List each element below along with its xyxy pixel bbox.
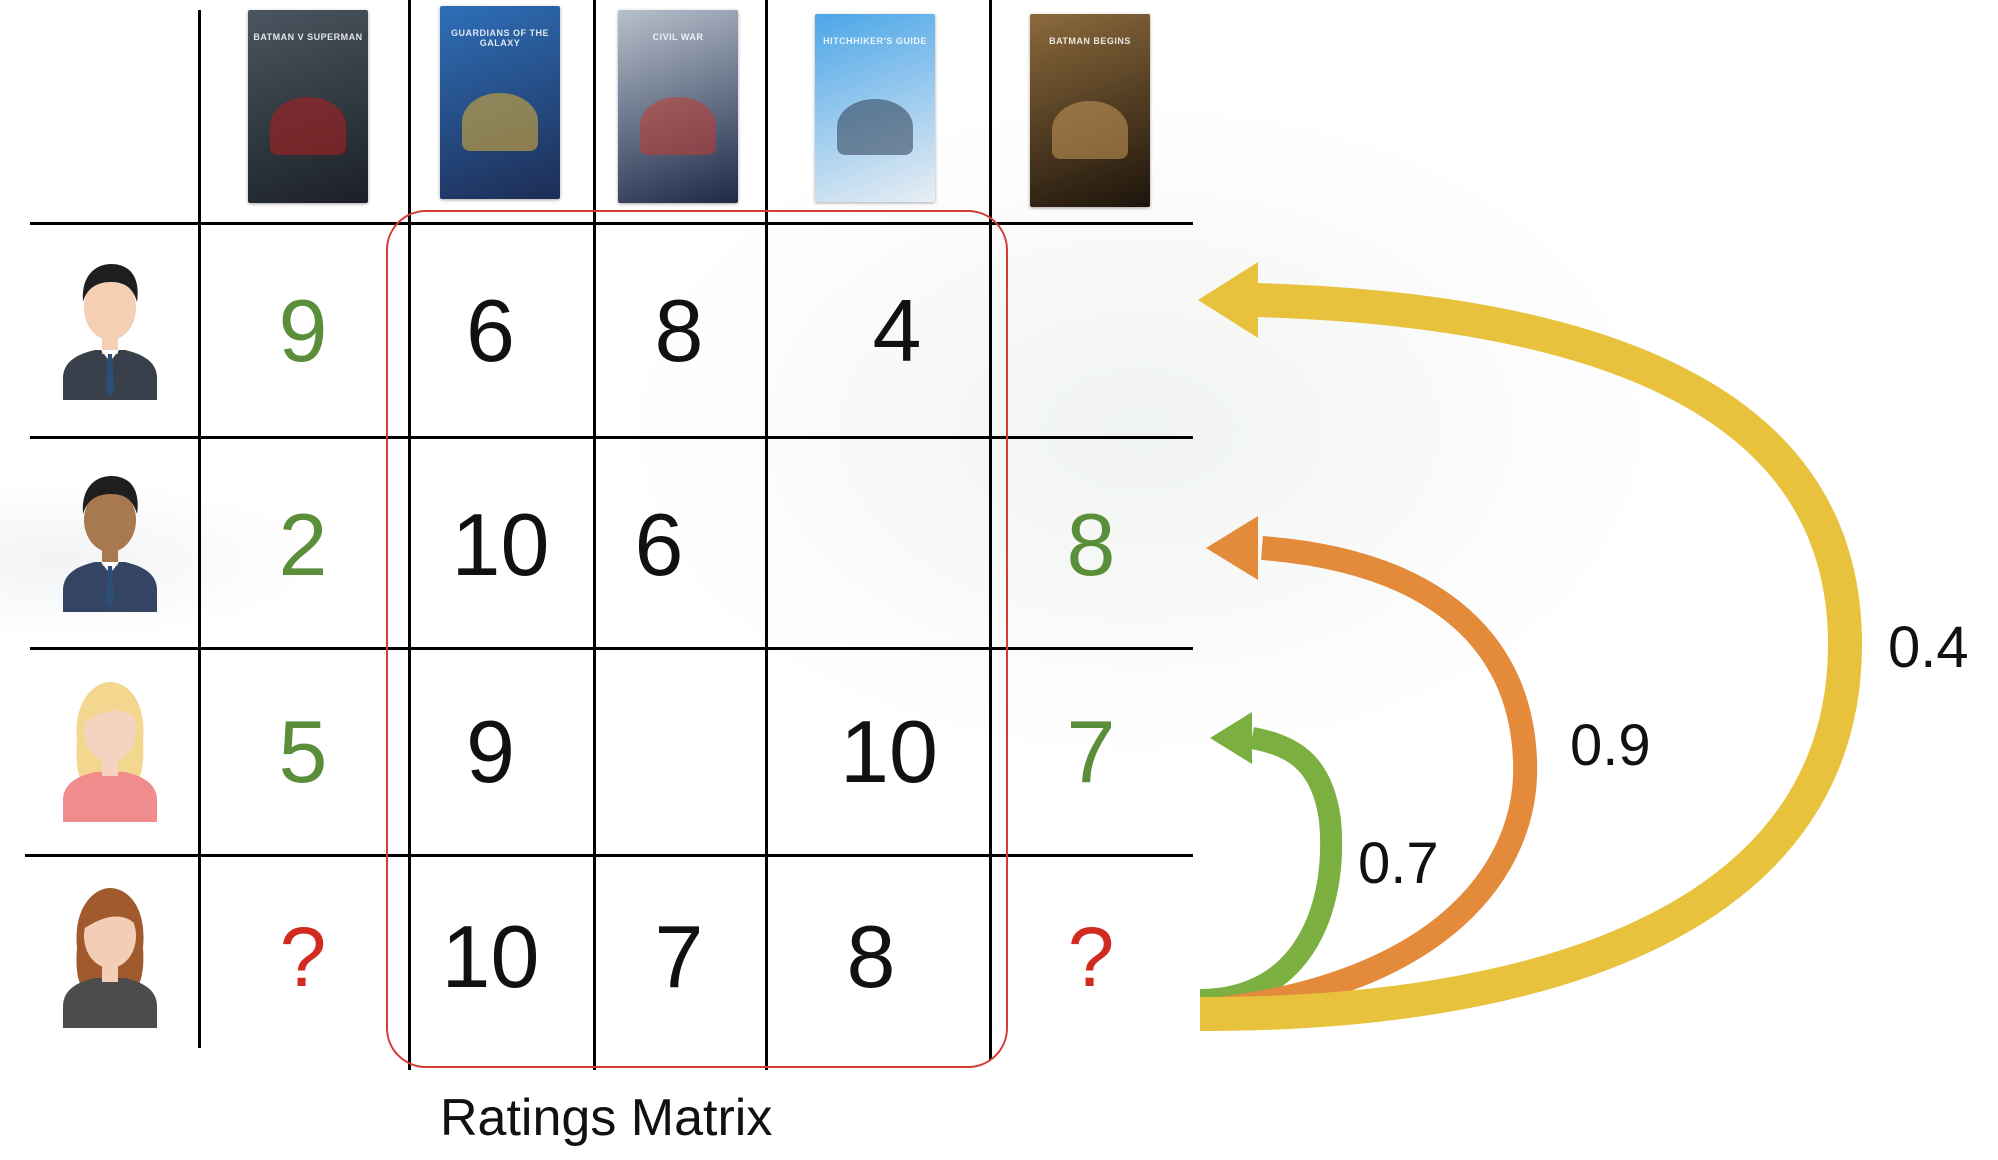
rating-cell: 9 — [278, 280, 328, 380]
poster-title: Guardians of the Galaxy — [451, 28, 549, 48]
similarity-arrow-0-4 — [1199, 283, 1863, 1032]
rating-cell: 7 — [654, 907, 704, 1006]
movie-poster: Guardians of the Galaxy — [440, 6, 560, 199]
female-user-brown-icon — [63, 888, 157, 1028]
movie-poster: Civil War — [618, 10, 738, 203]
rating-cell: 7 — [1066, 702, 1116, 801]
matrix-caption: Ratings Matrix — [440, 1089, 773, 1147]
rating-cell: ? — [1067, 909, 1115, 1004]
arrowhead-icon — [1210, 712, 1252, 764]
male-user-dark-icon — [63, 476, 157, 612]
grid-divider — [408, 0, 411, 1070]
poster-title: Batman Begins — [1049, 36, 1131, 46]
rating-cell: 10 — [840, 702, 938, 801]
poster-artwork — [639, 96, 717, 155]
poster-artwork — [836, 98, 914, 155]
rating-cell: 10 — [451, 494, 550, 594]
grid-divider — [593, 0, 596, 1070]
male-user-icon — [63, 264, 157, 400]
poster-artwork — [461, 92, 539, 151]
rating-cell: 5 — [278, 702, 328, 801]
rating-cell: 8 — [654, 280, 704, 380]
grid-divider — [30, 222, 1193, 225]
movie-poster: Batman v Superman — [248, 10, 368, 203]
poster-title: Batman v Superman — [253, 32, 363, 42]
female-user-blonde-icon — [63, 682, 157, 822]
movie-poster: Hitchhiker's Guide — [815, 14, 935, 202]
similarity-arrow-0-9 — [1208, 536, 1538, 1022]
rating-cell: ? — [279, 909, 327, 1004]
grid-divider — [765, 0, 768, 1070]
rating-cell: 8 — [1066, 494, 1116, 594]
similarity-label: 0.4 — [1888, 615, 1969, 680]
rating-cell: 9 — [466, 702, 515, 801]
rating-cell: 6 — [466, 280, 515, 380]
grid-divider — [198, 10, 201, 1048]
arrowhead-icon — [1206, 516, 1258, 580]
grid-divider — [989, 0, 992, 1060]
rating-cell: 8 — [846, 907, 896, 1006]
similarity-label: 0.9 — [1570, 713, 1651, 778]
poster-title: Hitchhiker's Guide — [823, 36, 927, 46]
rating-cell: 4 — [872, 280, 922, 380]
similarity-arrow-0-7 — [1199, 727, 1343, 1011]
ratings-matrix-highlight — [386, 210, 1008, 1068]
grid-divider — [25, 854, 1193, 857]
poster-artwork — [1051, 100, 1129, 159]
grid-divider — [30, 647, 1193, 650]
rating-cell: 10 — [441, 907, 540, 1006]
arrowhead-icon — [1198, 262, 1258, 338]
rating-cell: 6 — [634, 494, 684, 594]
similarity-label: 0.7 — [1358, 831, 1439, 896]
grid-divider — [30, 436, 1193, 439]
rating-cell: 2 — [278, 494, 328, 594]
poster-artwork — [269, 96, 347, 155]
movie-poster: Batman Begins — [1030, 14, 1150, 207]
poster-title: Civil War — [652, 32, 704, 42]
